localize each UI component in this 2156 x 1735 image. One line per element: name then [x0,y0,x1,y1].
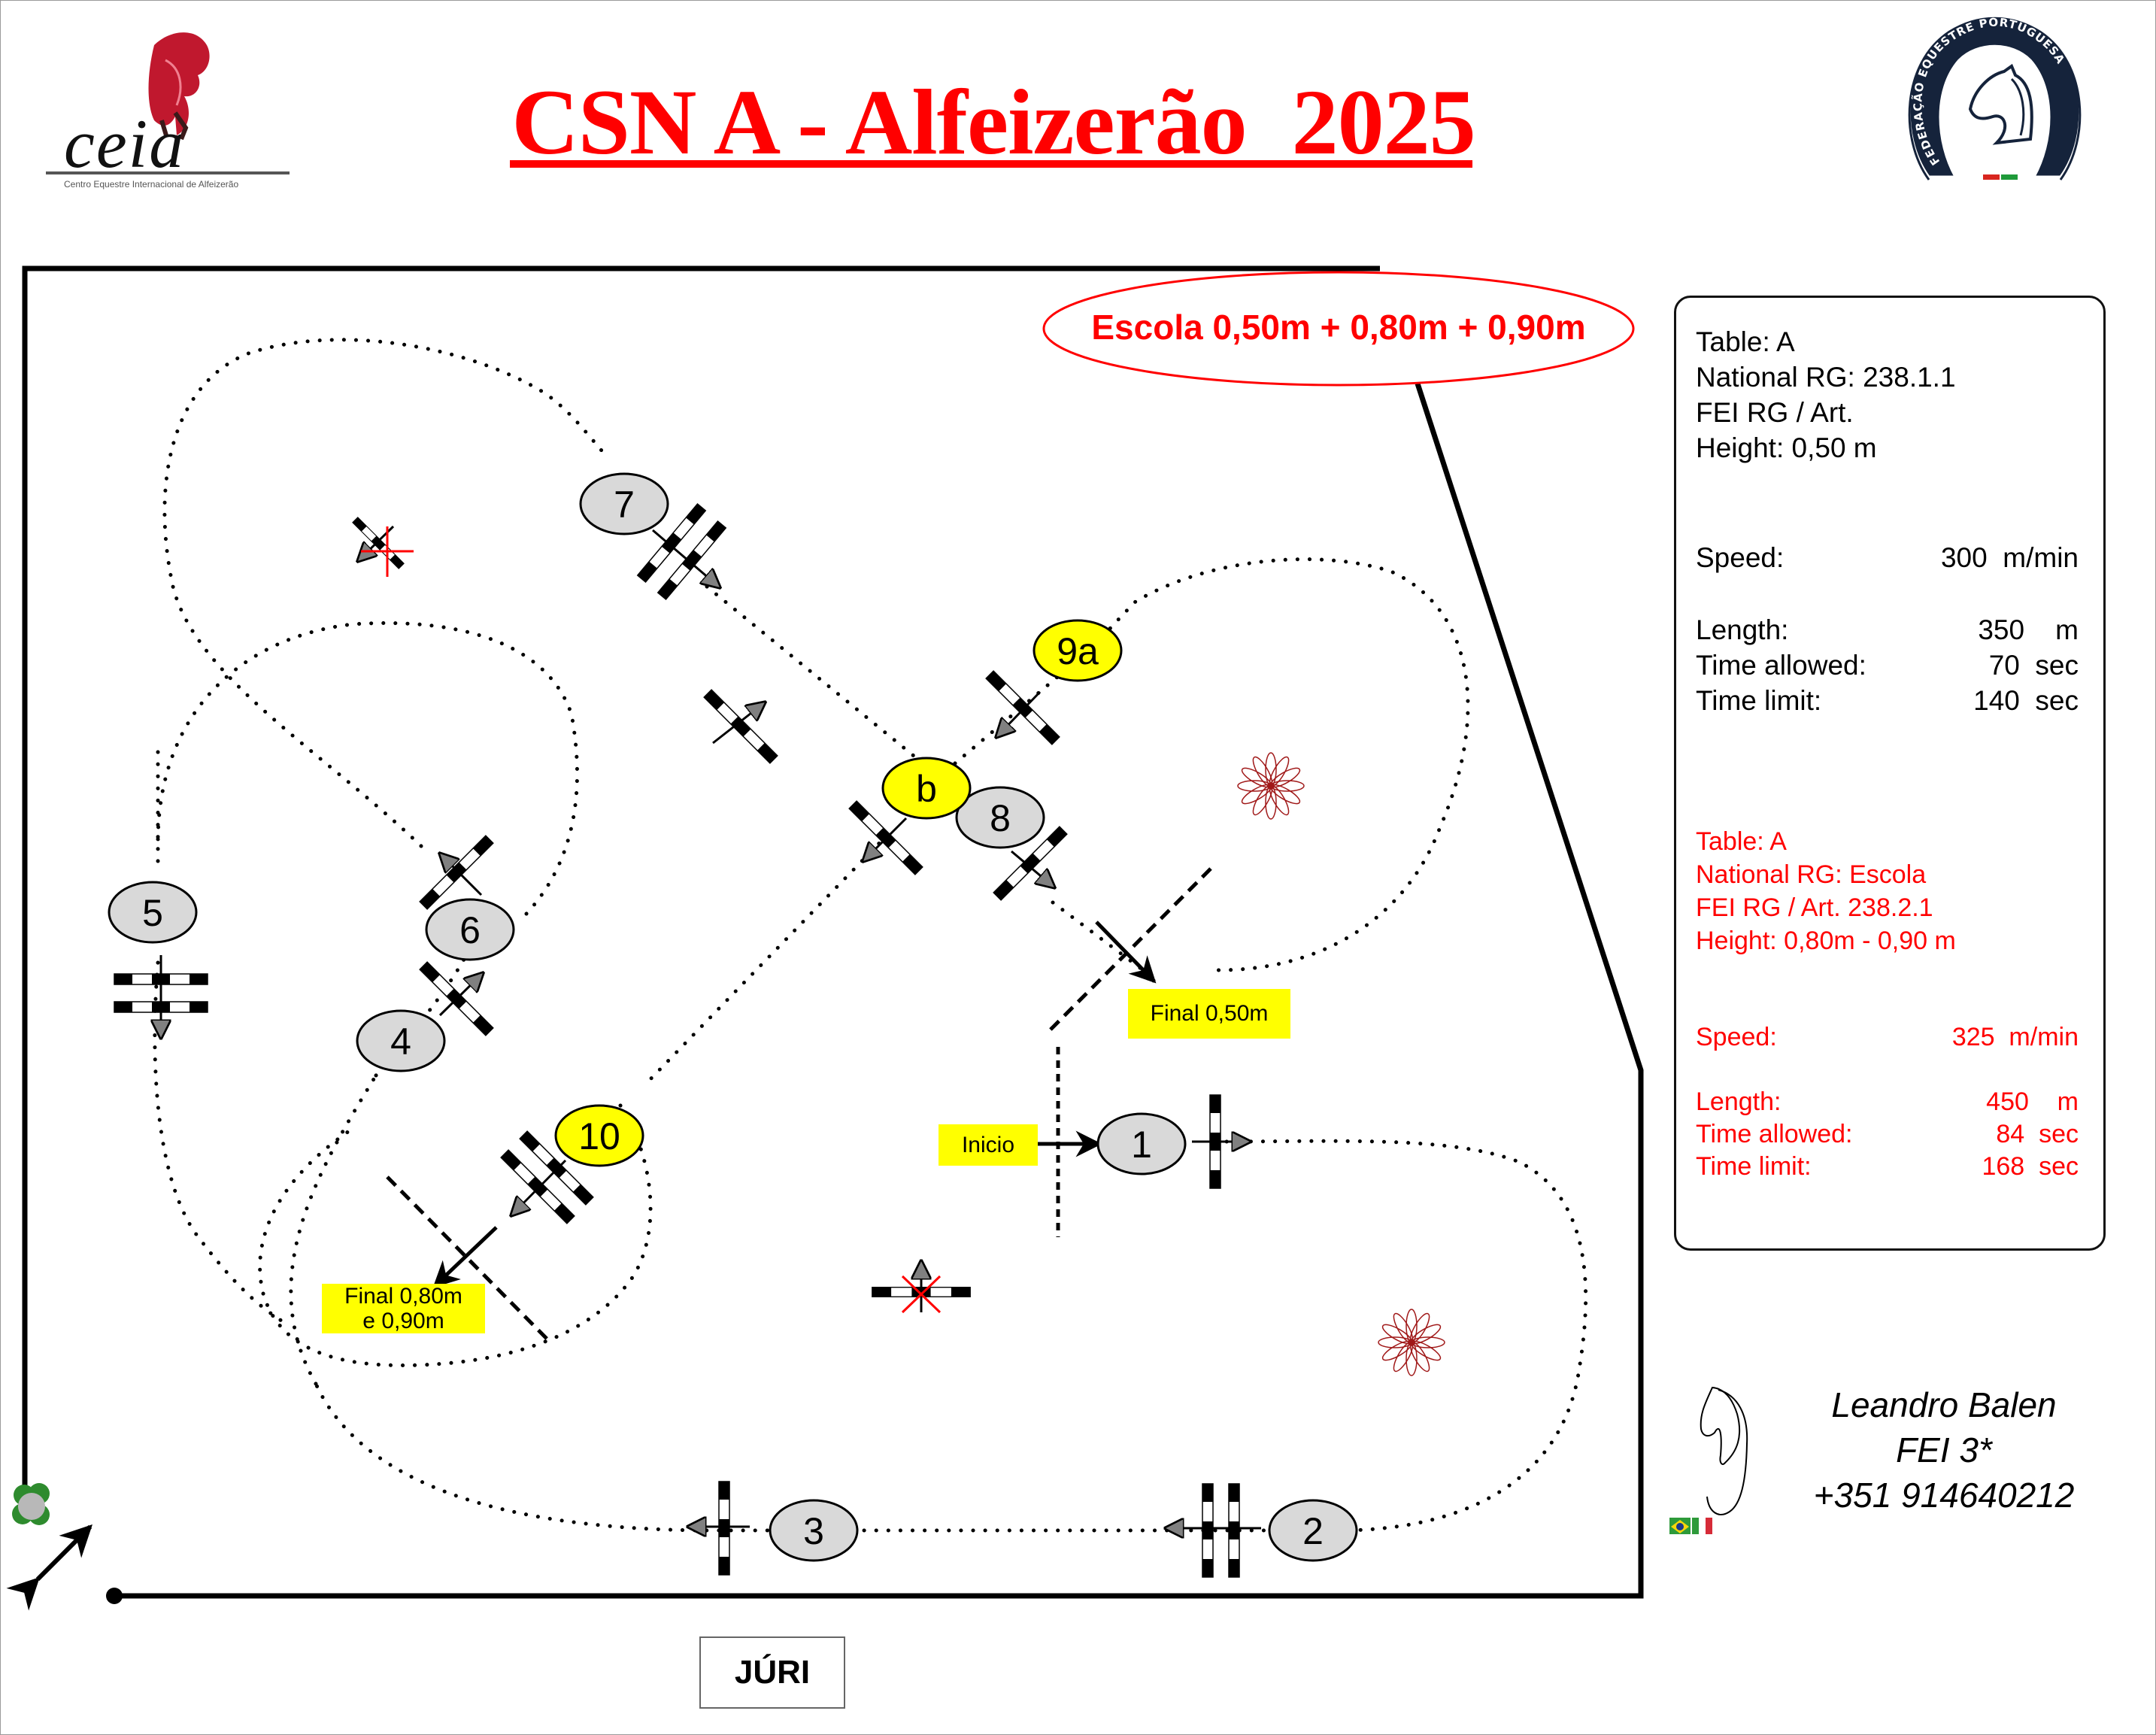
info-red-speed-value: 325 m/min [1951,1023,2079,1051]
info-speed-value: 300 m/min [1940,542,2079,573]
title-underline [510,160,1472,168]
tree-icon [12,1483,50,1525]
obstacle-4-direction-icon [438,973,483,1017]
designer-phone: +351 914640212 [1813,1476,2075,1515]
info-table: Table: A [1696,326,1795,357]
rider-track [153,338,1588,1533]
obstacle-8-fence[interactable] [993,826,1068,901]
italy-flag-icon [1692,1518,1699,1534]
info-time-allowed-value: 70 sec [1988,650,2079,681]
unused-obstacle-top-left [352,517,414,577]
info-red-time-allowed-label: Time allowed: [1696,1120,1853,1148]
info-red-length-value: 450 m [1986,1087,2079,1116]
obstacle-b-direction-icon [863,817,908,861]
obstacle-2-fence[interactable] [1202,1483,1240,1578]
gate-double-arrow-icon [6,1524,92,1611]
finish-050-label: Final 0,50m [1128,989,1290,1039]
juri-box: JÚRI [699,1636,845,1709]
info-red-time-allowed-value: 84 sec [1996,1120,2079,1148]
info-speed-label: Speed: [1696,542,1785,573]
info-red-time-limit-label: Time limit: [1696,1152,1812,1181]
info-length-label: Length: [1696,614,1789,645]
finish-080-090-label-line2: e 0,90m [362,1309,444,1333]
horseshoe-logo-icon: FEDERAÇÃO EQUESTRE PORTUGUESA [1908,14,2082,180]
finish-080-090-label-line1: Final 0,80m [344,1284,462,1309]
ceia-subtitle: Centro Equestre Internacional de Alfeize… [64,179,239,190]
obstacle-8-direction-icon [1011,850,1054,887]
obstacle-9a-fence[interactable] [985,670,1060,745]
designer-level: FEI 3* [1896,1430,1992,1470]
info-time-limit-value: 140 sec [1973,685,2079,716]
info-red-time-limit-value: 168 sec [1982,1152,2079,1181]
flower-decoration-icon [1378,1309,1445,1376]
class-label: Escola 0,50m + 0,80m + 0,90m [1091,308,1586,347]
flower-decoration-icon [1237,752,1305,820]
info-height: Height: 0,50 m [1696,432,1877,463]
arena-fence [22,265,1380,1485]
info-fei-rg: FEI RG / Art. [1696,397,1854,428]
info-red-fei-rg: FEI RG / Art. 238.2.1 [1696,893,1933,922]
finish-arrow-080-090 [432,1226,498,1288]
ceia-wordmark: ceia [64,105,186,182]
obstacle-6-fence[interactable] [419,835,494,910]
horse-logo-icon [148,32,210,141]
course-designer: Leandro Balen FEI 3* +351 914640212 [1752,1382,2136,1518]
unused-obstacle-center [872,1261,971,1314]
arena-gate-post [106,1588,123,1604]
spare-fence [703,689,778,764]
info-national-rg: National RG: 238.1.1 [1696,362,1956,393]
finish-arrow-050 [1095,921,1157,984]
info-red-length-label: Length: [1696,1087,1782,1116]
page-title: CSN A - Alfeizerão 2025 [511,71,1475,174]
finish-080-090-label: Final 0,80m e 0,90m [322,1284,485,1333]
designer-name: Leandro Balen [1831,1385,2057,1424]
spare-fence-direction-icon [712,702,765,745]
info-length-value: 350 m [1978,614,2079,645]
arena-fence-right [114,382,1644,1599]
info-red-speed-label: Speed: [1696,1023,1777,1051]
class-label-ellipse [1042,271,1635,387]
obstacle-7-fence[interactable] [637,503,726,600]
obstacle-3-fence[interactable] [718,1481,730,1576]
obstacle-10-fence[interactable] [500,1130,594,1224]
obstacle-7-direction-icon [652,529,720,587]
ceia-underline [46,171,290,174]
info-time-limit-label: Time limit: [1696,685,1822,716]
designer-horse-logo-icon [1669,1386,1748,1534]
obstacle-9a-direction-icon [996,690,1042,737]
course-info-box [1674,296,2106,1251]
start-label: Inicio [939,1124,1038,1166]
obstacle-10-direction-icon [511,1159,567,1215]
info-red-height: Height: 0,80m - 0,90 m [1696,927,1956,955]
fep-logo: FEDERAÇÃO EQUESTRE PORTUGUESA [1899,8,2087,196]
ceia-logo: ceia Centro Equestre Internacional de Al… [41,15,297,196]
info-red-national-rg: National RG: Escola [1696,860,1927,889]
info-time-allowed-label: Time allowed: [1696,650,1866,681]
obstacle-6-direction-icon [440,854,483,896]
info-red-table: Table: A [1696,827,1787,856]
